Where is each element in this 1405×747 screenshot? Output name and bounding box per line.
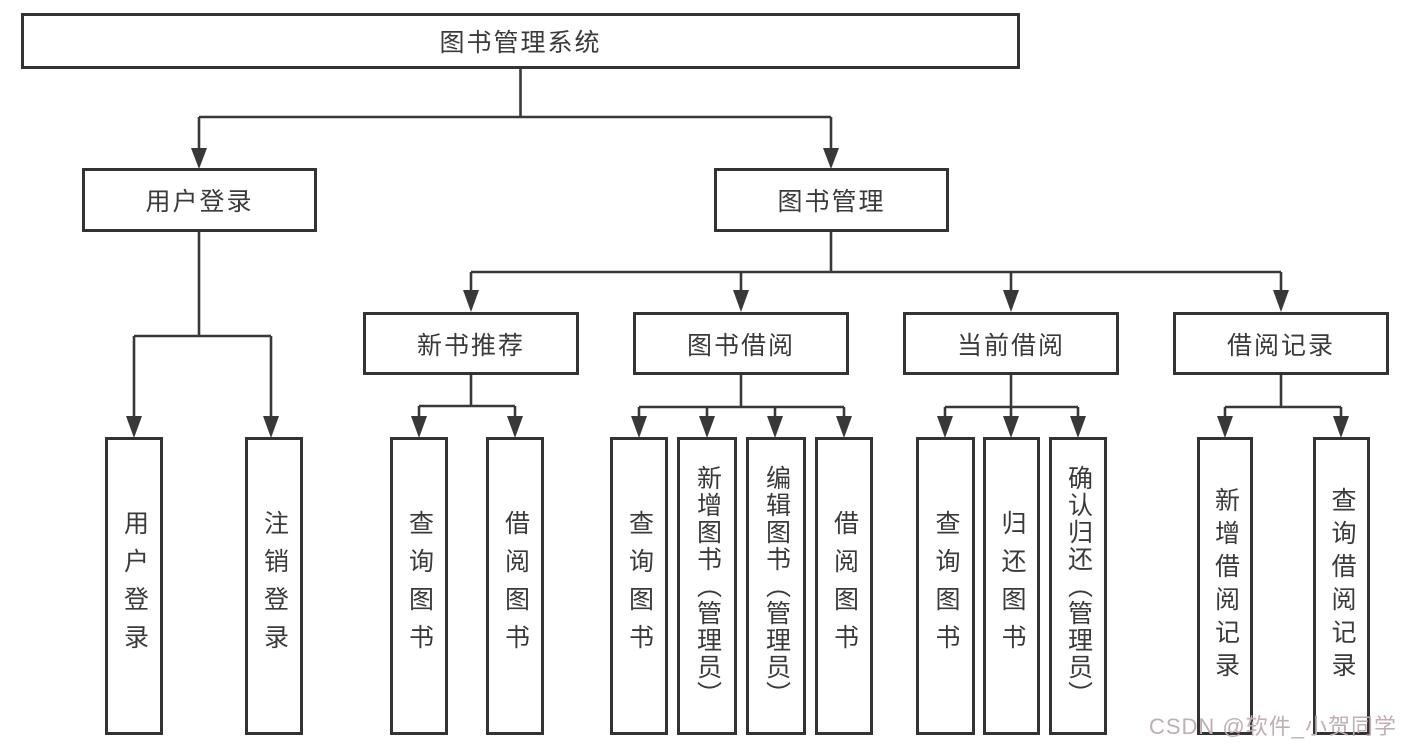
node-book-management: 图书管理: [714, 168, 949, 232]
node-label: 查询图书: [405, 510, 434, 662]
arrow-down-icon: [767, 416, 783, 438]
leaf-logout: 注销登录: [245, 437, 303, 735]
node-label: 用户登录: [145, 188, 254, 216]
leaf-query-book-1: 查询图书: [390, 437, 448, 735]
node-label: 图书管理: [777, 188, 886, 216]
leaf-borrow-book-2: 借阅图书: [815, 437, 873, 735]
node-label: 新书推荐: [416, 331, 525, 360]
node-label: 查询图书: [932, 510, 960, 662]
arrow-down-icon: [1273, 290, 1289, 312]
leaf-return-book: 归还图书: [983, 437, 1040, 735]
leaf-add-book-admin: 新增图书（管理员）: [677, 437, 737, 735]
leaf-confirm-return-admin: 确认归还（管理员）: [1049, 437, 1107, 735]
arrow-down-icon: [823, 148, 839, 169]
leaf-add-borrow-record: 新增借阅记录: [1197, 437, 1253, 735]
node-label: 查询图书: [625, 510, 654, 662]
arrow-down-icon: [1003, 416, 1019, 438]
node-user-login: 用户登录: [82, 168, 317, 232]
node-label: 新增图书（管理员）: [693, 464, 722, 708]
arrow-down-icon: [507, 416, 523, 438]
arrow-down-icon: [411, 416, 427, 438]
node-label: 归还图书: [998, 510, 1026, 662]
leaf-query-book-3: 查询图书: [916, 437, 975, 735]
arrow-down-icon: [191, 148, 207, 169]
node-book-borrow: 图书借阅: [633, 312, 849, 375]
node-label: 借阅图书: [830, 510, 859, 662]
arrow-down-icon: [836, 416, 852, 438]
leaf-edit-book-admin: 编辑图书（管理员）: [746, 437, 806, 735]
node-label: 当前借阅: [956, 331, 1065, 360]
node-current-borrow: 当前借阅: [903, 312, 1119, 375]
node-label: 图书借阅: [686, 331, 795, 360]
leaf-query-book-2: 查询图书: [610, 437, 668, 735]
arrow-down-icon: [1217, 416, 1233, 438]
arrow-down-icon: [1333, 416, 1349, 438]
arrow-down-icon: [699, 416, 715, 438]
node-label: 新增借阅记录: [1211, 487, 1240, 685]
node-label: 编辑图书（管理员）: [762, 464, 791, 708]
arrow-down-icon: [631, 416, 647, 438]
arrow-down-icon: [1003, 290, 1019, 312]
node-borrow-record: 借阅记录: [1173, 312, 1389, 375]
node-label: 确认归还（管理员）: [1064, 464, 1093, 708]
node-label: 借阅记录: [1226, 331, 1335, 360]
node-label: 图书管理系统: [439, 29, 602, 57]
node-label: 注销登录: [260, 510, 289, 662]
arrow-down-icon: [263, 416, 279, 438]
arrow-down-icon: [1070, 416, 1086, 438]
arrow-down-icon: [126, 416, 142, 438]
arrow-down-icon: [937, 416, 953, 438]
leaf-query-borrow-record: 查询借阅记录: [1313, 437, 1370, 735]
node-root-system: 图书管理系统: [21, 13, 1020, 69]
node-label: 查询借阅记录: [1328, 487, 1356, 685]
node-label: 用户登录: [120, 510, 149, 662]
node-label: 借阅图书: [501, 510, 530, 662]
arrow-down-icon: [463, 290, 479, 312]
leaf-borrow-book-1: 借阅图书: [486, 437, 544, 735]
node-new-book-recommend: 新书推荐: [363, 312, 579, 375]
arrow-down-icon: [733, 290, 749, 312]
leaf-user-login: 用户登录: [105, 437, 163, 735]
